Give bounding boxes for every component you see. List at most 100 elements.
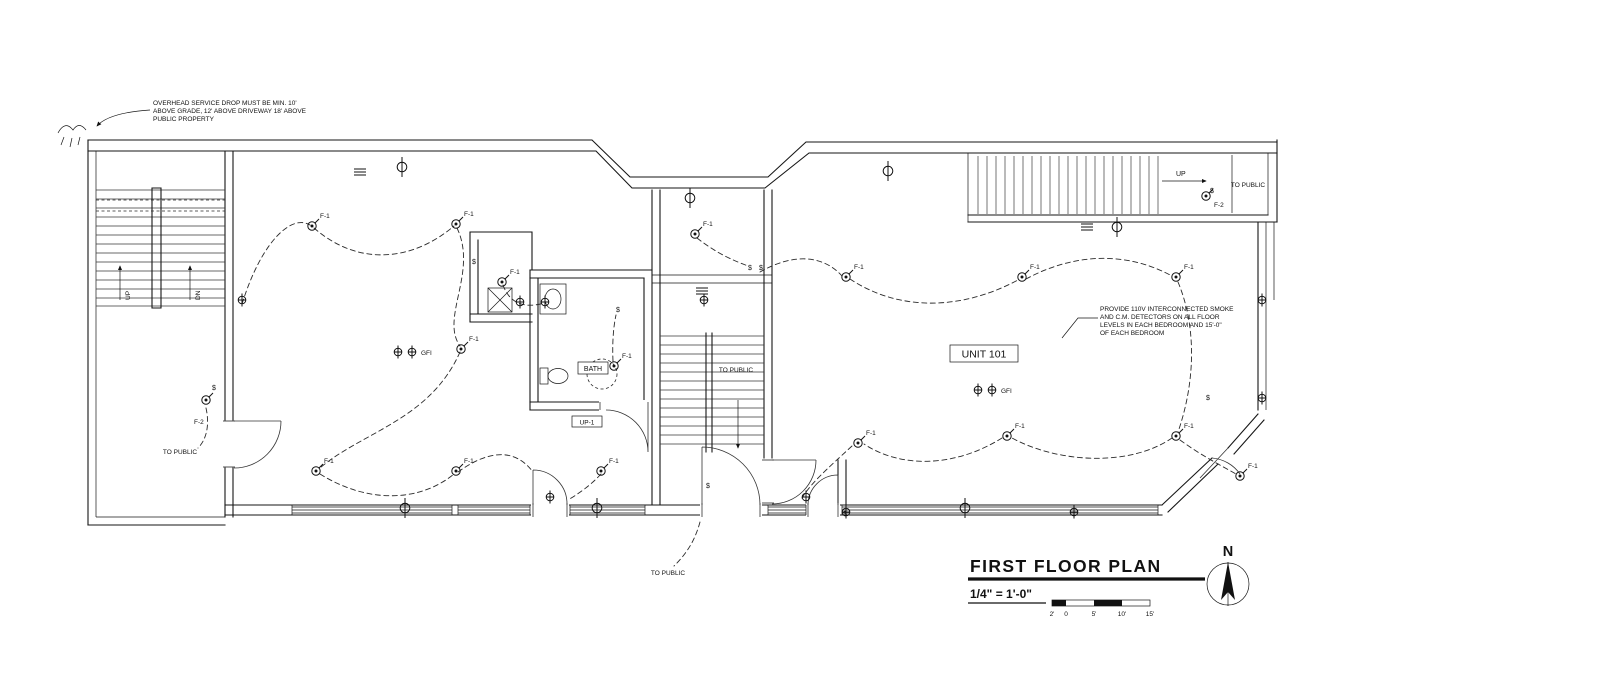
door1-arc — [532, 469, 568, 506]
top-wall-outer — [87, 139, 1278, 178]
stair-tag-label: UP-1 — [580, 420, 595, 427]
gfi-label: GFI — [421, 350, 432, 357]
stairwell-right-wall — [763, 189, 773, 459]
stairwell-left-wall — [651, 189, 661, 506]
wire-19 — [197, 407, 209, 449]
wire-13 — [1177, 281, 1192, 433]
stairwell-landing-line — [652, 274, 772, 284]
f1-label: F-1 — [854, 264, 864, 271]
stairwell-rail — [705, 332, 713, 453]
doors-and-windows — [223, 420, 1159, 517]
f1-label: F-1 — [464, 211, 474, 218]
f2-label: F-2 — [194, 419, 204, 426]
f1-label: F-1 — [1015, 423, 1025, 430]
f1-fixture-icon — [596, 463, 609, 476]
scale-tick: 0 — [1064, 611, 1068, 618]
left-room-door-gap — [223, 421, 235, 467]
intercom-panel-icon — [695, 287, 709, 295]
top-right-stair: UP TO PUBLIC F-2 $ — [967, 153, 1278, 223]
wire-17 — [1179, 439, 1237, 475]
unit-label: UNIT 101 — [962, 349, 1007, 361]
wire-3 — [453, 227, 464, 347]
left-stair-overhead-lines — [96, 199, 225, 212]
f1-label: F-1 — [1184, 264, 1194, 271]
bath-top-wall — [529, 269, 653, 279]
f1-fixture-icon — [853, 435, 866, 448]
to-public-left: TO PUBLIC — [163, 449, 198, 456]
toilet-bowl — [547, 368, 569, 384]
ceiling-fixture-icon — [1111, 216, 1123, 238]
bay-diagonal-upper — [1227, 413, 1265, 455]
scale-tick: 5' — [1092, 611, 1097, 618]
smoke-note-line1: PROVIDE 110V INTERCONNECTED SMOKE — [1100, 306, 1234, 313]
service-drop-icon — [57, 125, 87, 148]
outlet-icon — [1257, 391, 1267, 405]
scale-tick: 10' — [1118, 611, 1126, 618]
kitchen-nook — [469, 231, 533, 323]
smoke-note-line4: OF EACH BEDROOM — [1100, 330, 1164, 337]
tr-stair-up-label: UP — [1176, 171, 1186, 178]
panel-icon — [1080, 223, 1094, 231]
drawing-title: FIRST FLOOR PLAN — [970, 556, 1162, 576]
switch-icon: $ — [706, 483, 710, 490]
switch-icon: $ — [748, 265, 752, 272]
north-label: N — [1223, 544, 1233, 560]
smoke-note-line3: LEVELS IN EACH BEDROOM AND 15'-0" — [1100, 322, 1222, 329]
window-glass-lines — [292, 506, 1158, 514]
f1-fixture-icon — [456, 341, 469, 354]
smoke-note-leader — [1061, 317, 1098, 339]
wire-1 — [241, 222, 311, 305]
outlet-icon — [1257, 293, 1267, 307]
wire-16 — [801, 445, 853, 499]
left-inner-wall-b — [224, 467, 234, 518]
f1-label: F-1 — [1248, 463, 1258, 470]
left-stair: UP DN — [96, 187, 225, 309]
scale-bar-fill-1 — [1052, 600, 1066, 606]
bath-door-arc — [605, 409, 649, 453]
center-stairwell: TO PUBLIC — [651, 189, 773, 506]
bay-diagonal-lower — [1161, 457, 1219, 513]
receptacle-outlets: GFI GFI — [237, 168, 1267, 519]
switch-icon: $ — [1206, 395, 1210, 402]
wire-5 — [319, 473, 455, 497]
stairwell-door-arc — [771, 459, 817, 505]
wire-18 — [673, 521, 701, 567]
tr-stair-treads — [977, 156, 1159, 214]
vestibule-wall — [837, 459, 847, 506]
wire-15 — [863, 437, 1003, 462]
left-stair-dn-label: DN — [195, 290, 202, 300]
bath-bottom-wall — [529, 401, 601, 411]
door-jambs — [223, 420, 839, 517]
wire-9 — [696, 237, 749, 267]
bath-label: BATH — [584, 366, 602, 373]
f1-label: F-1 — [866, 430, 876, 437]
annotations: OVERHEAD SERVICE DROP MUST BE MIN. 10' A… — [57, 100, 1234, 577]
wire-11 — [849, 278, 1019, 304]
bath-door-jambs — [599, 402, 649, 410]
switch-icon: $ — [616, 307, 620, 314]
wire-8 — [612, 314, 617, 362]
tr-f2-label: F-2 — [1214, 202, 1224, 209]
door2-gap — [700, 503, 762, 517]
bath-tag-box — [577, 361, 609, 375]
switch-icon: $ — [472, 259, 476, 266]
toilet-tank — [539, 367, 549, 385]
f2-fixture-icon — [201, 392, 214, 405]
bath-sink-counter — [539, 283, 567, 315]
drawing-scale: 1/4" = 1'-0" — [970, 587, 1032, 601]
north-needle — [1221, 562, 1235, 600]
stairwell-to-public-label: TO PUBLIC — [719, 367, 754, 374]
switch-icon: $ — [759, 265, 763, 272]
stairwell-door-gap — [762, 459, 774, 504]
outlet-icon — [545, 490, 555, 504]
door3-arc — [807, 474, 839, 506]
gfi-outlet-icon — [973, 383, 983, 397]
panel-icon — [353, 168, 367, 176]
gfi-outlet-icon — [407, 345, 417, 359]
f1-fixture-icon — [1171, 428, 1184, 441]
door1-gap — [531, 503, 569, 517]
f1-label: F-1 — [1030, 264, 1040, 271]
ceiling-fixture-icon — [882, 160, 894, 182]
smoke-note-line2: AND C.M. DETECTORS ON ALL FLOOR — [1100, 314, 1220, 321]
